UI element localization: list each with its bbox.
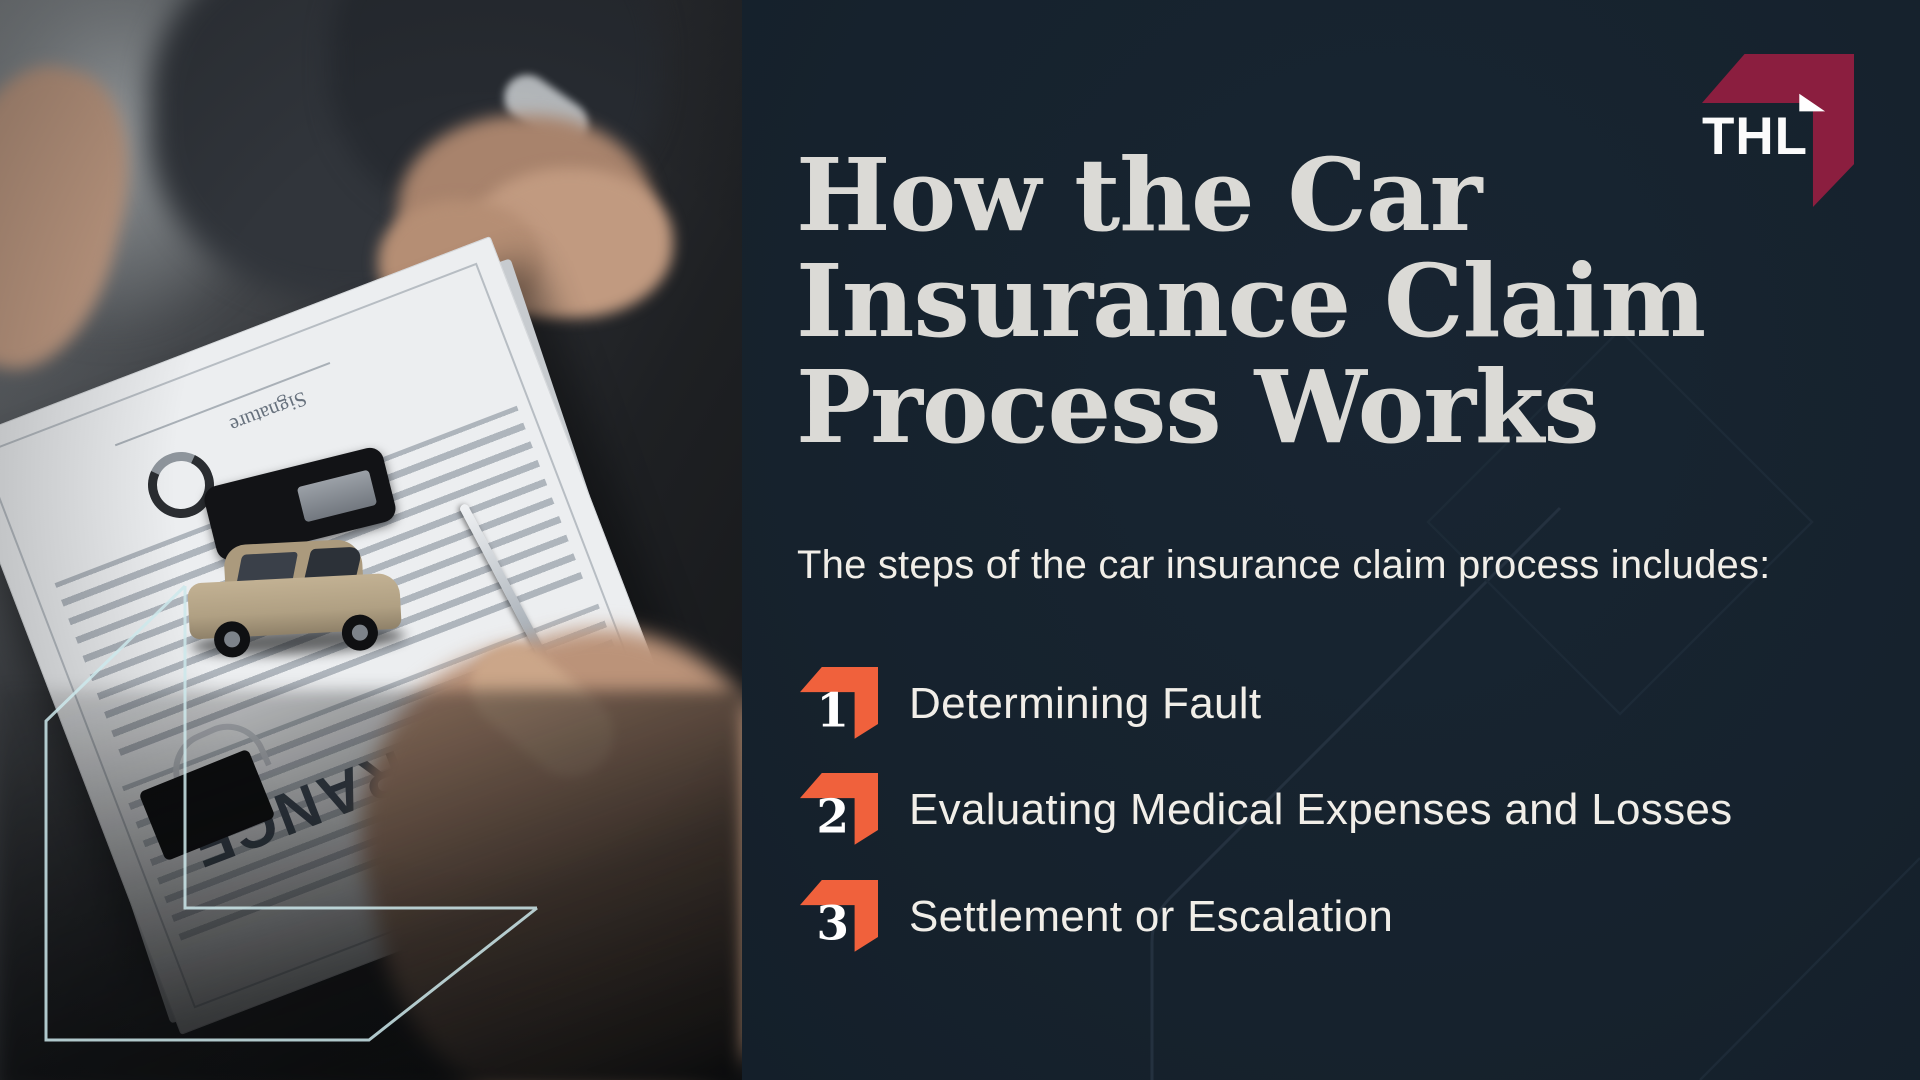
logo-wordmark: THL xyxy=(1702,107,1809,166)
step-label: Determining Fault xyxy=(909,679,1262,728)
title-line-3: Process Works xyxy=(796,348,1600,466)
step-item-1: 1 Determining Fault xyxy=(800,667,1900,741)
intro-text: The steps of the car insurance claim pro… xyxy=(797,543,1771,587)
step-number: 2 xyxy=(816,789,850,845)
folded-arrow-icon xyxy=(800,667,878,739)
logo-arrow-icon xyxy=(1702,54,1854,207)
step-label: Settlement or Escalation xyxy=(909,892,1394,941)
folded-arrow-icon xyxy=(800,773,878,845)
title-line-2: Insurance Claim xyxy=(796,242,1706,360)
photo-vignette xyxy=(0,0,742,1080)
step-number-badge: 2 xyxy=(800,773,878,847)
step-item-3: 3 Settlement or Escalation xyxy=(800,880,1900,954)
page-title: How the Car Insurance Claim Process Work… xyxy=(796,142,1856,460)
folded-arrow-icon xyxy=(800,880,878,952)
step-number-badge: 3 xyxy=(800,880,878,954)
step-number-badge: 1 xyxy=(800,667,878,741)
step-item-2: 2 Evaluating Medical Expenses and Losses xyxy=(800,773,1900,847)
desk-shadow xyxy=(0,690,742,1080)
step-label: Evaluating Medical Expenses and Losses xyxy=(909,785,1733,834)
thl-logo: THL xyxy=(1702,54,1854,207)
photo-insurance-meeting: Signature INSURANCE xyxy=(0,0,742,1080)
step-number: 3 xyxy=(816,896,850,952)
step-number: 1 xyxy=(816,683,850,739)
title-line-1: How the Car xyxy=(796,136,1482,254)
cyan-wireframe-decoration xyxy=(44,584,538,1042)
